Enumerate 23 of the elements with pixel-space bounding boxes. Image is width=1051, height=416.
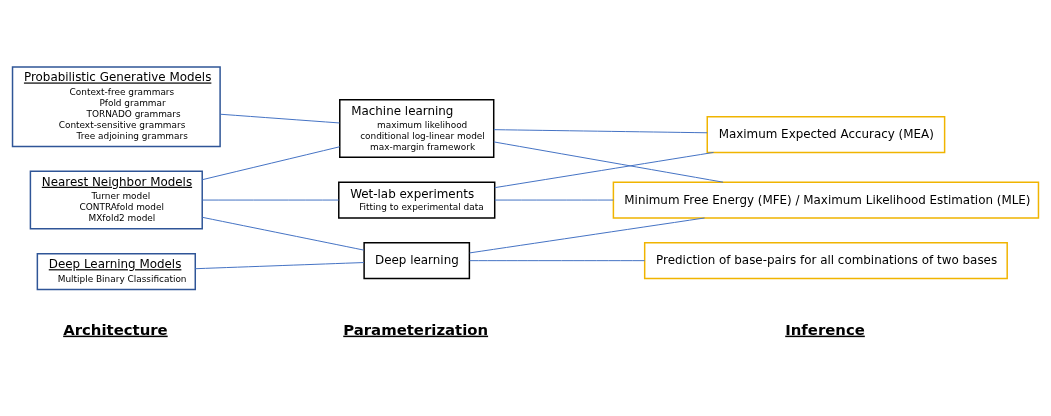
- connector: [469, 216, 706, 253]
- connector: [201, 145, 341, 180]
- connector: [493, 128, 708, 133]
- node-box: Nearest Neighbor Models Turner model CONTRAfold model MXfold2 model: [29, 170, 203, 230]
- label: Architecture: [63, 320, 168, 339]
- node-box: Minimum Free Energy (MFE) / Maximum Likelihood Estimation (MLE): [612, 180, 1040, 219]
- node-box: Prediction of base-pairs for all combinations of two bases: [643, 241, 1008, 279]
- connector: [201, 216, 365, 251]
- connector: [493, 140, 724, 183]
- label: Parameterization: [343, 320, 489, 339]
- connector: [219, 113, 340, 123]
- connector: [494, 151, 715, 188]
- node-box: Wet-lab experiments Fitting to experimental data: [338, 180, 496, 219]
- node-box: Deep Learning Models Multiple Binary Classification: [36, 252, 196, 290]
- connector: [201, 199, 340, 201]
- connector: [194, 261, 365, 269]
- node-box: Machine learning maximum likelihood conditional log-linear model max-margin framework: [339, 98, 495, 158]
- label: Inference: [785, 320, 865, 339]
- connector: [469, 259, 646, 261]
- connector: [494, 199, 614, 201]
- node-box: Probabilistic Generative Models Context-free grammars Pfold grammar TORNADO grammars Context-sensitive grammars Tree adjoining grammars: [11, 65, 221, 147]
- node-box: Deep learning: [363, 241, 471, 279]
- node-box: Maximum Expected Accuracy (MEA): [706, 115, 946, 153]
